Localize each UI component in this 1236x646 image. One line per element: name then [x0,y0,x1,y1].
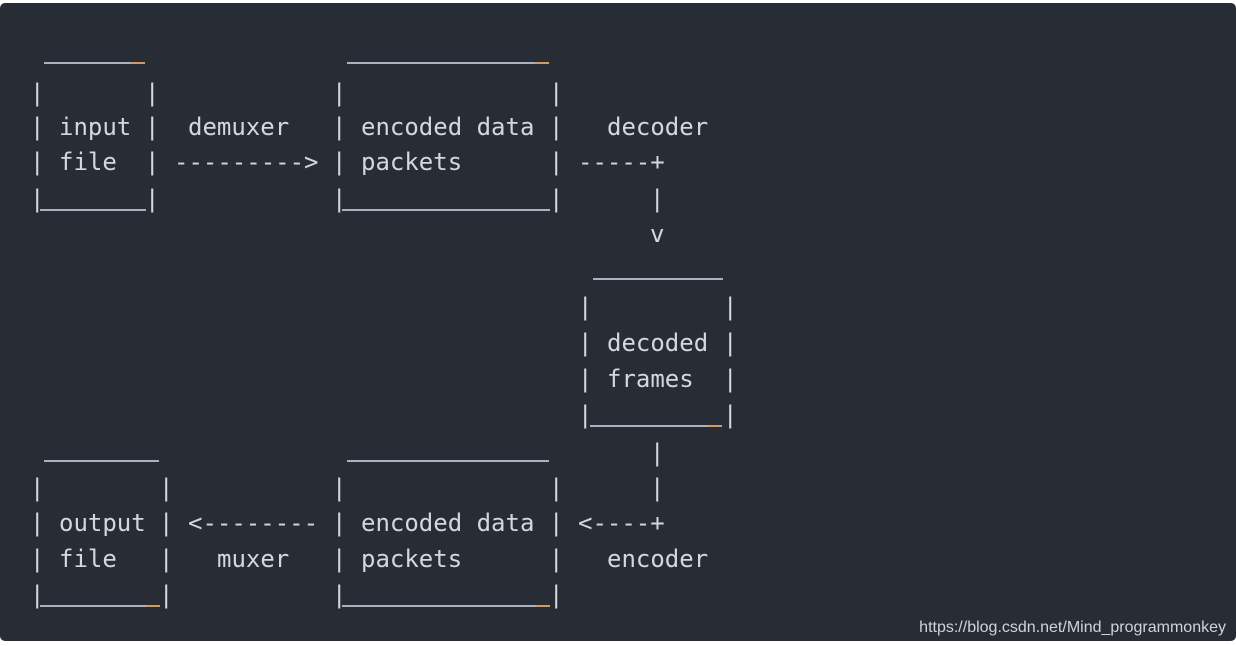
watermark: https://blog.csdn.net/Mind_programmonkey [919,619,1226,636]
row-8: | frames | [0,361,737,397]
demuxer-arrow: ---------> [174,148,319,176]
decoder-arrow: -----+ [578,148,665,176]
packets-top-bottom-border [342,209,550,211]
encoder-label: encoder [607,545,709,573]
row-6: | | [578,293,738,321]
row-12: | output | <-------- | encoded data | <-… [0,505,665,541]
muxer-arrow: <-------- [188,509,319,537]
row-11: | | | | | [30,474,665,502]
frames-top-border [593,278,723,280]
packets-top-label-2: packets [361,148,463,176]
row-3: | file | ---------> | packets | -----+ [0,144,665,180]
input-file-top-border [44,62,145,64]
row-10: | [650,439,665,467]
encoder-arrow: <----+ [578,509,665,537]
packets-bottom-label-2: packets [361,545,463,573]
packets-bottom-label-1: encoded data [361,509,535,537]
code-block: | | | | | input | demuxer | encoded data… [0,3,1236,641]
output-file-label-2: file [59,545,117,573]
input-file-label-2: file [59,148,117,176]
output-file-top-border [44,460,159,462]
muxer-label: muxer [217,545,290,573]
frames-label-1: decoded [607,329,709,357]
row-5: v [0,216,664,252]
frames-bottom-border [590,425,722,427]
demuxer-label: demuxer [188,113,290,141]
row-7: | decoded | [0,325,737,361]
row-13: | file | muxer | packets | encoder [0,541,708,577]
decoder-label: decoder [607,113,709,141]
packets-bottom-bottom-border [342,605,550,607]
row-1: | | | | [30,79,564,107]
output-file-bottom-border [40,605,160,607]
packets-top-label-1: encoded data [361,113,535,141]
input-file-bottom-border [40,209,146,211]
row-4: | | | | | [30,185,665,213]
output-file-label-1: output [59,509,146,537]
row-14: | | | | [30,581,564,609]
input-file-label-1: input [59,113,132,141]
row-9: | | [578,401,738,429]
frames-label-2: frames [607,365,694,393]
decoder-arrow-head: v [650,220,665,248]
row-2: | input | demuxer | encoded data | decod… [0,109,708,145]
packets-top-top-border [347,62,549,64]
packets-bottom-top-border [347,460,549,462]
